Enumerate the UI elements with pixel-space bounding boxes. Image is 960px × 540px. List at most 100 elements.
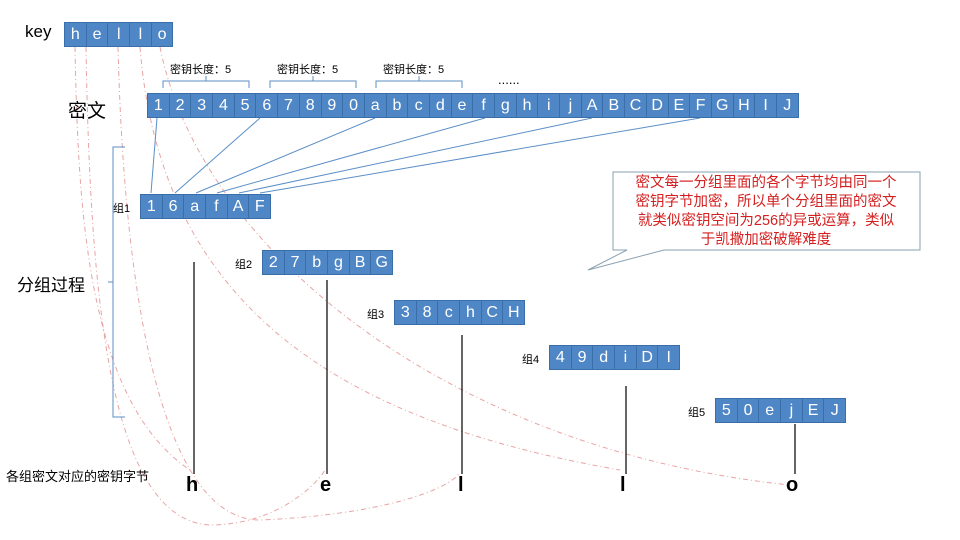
byte-cell: E — [669, 94, 691, 117]
byte-cell: 5 — [716, 399, 738, 422]
ciphertext-label: 密文 — [68, 101, 107, 122]
byte-cell: J — [783, 97, 792, 114]
byte-cell: h — [517, 94, 539, 117]
group-key-byte: l — [620, 474, 626, 496]
dashed-guide-e — [85, 46, 326, 526]
byte-cell: I — [755, 94, 777, 117]
byte-cell: 6 — [256, 94, 279, 117]
callout-line: 于凯撒加密破解难度 — [700, 232, 832, 248]
callout-box — [587, 171, 921, 271]
byte-cell: c — [438, 301, 461, 324]
callout-line: 就类似密钥空间为256的异或运算，类似 — [637, 213, 895, 229]
byte-cell: 2 — [170, 94, 192, 117]
byte-cell: 4 — [213, 94, 235, 117]
byte-cell: l — [108, 23, 131, 46]
byte-cell: b — [387, 94, 409, 117]
byte-cell: f — [206, 195, 228, 218]
byte-cell: G — [375, 254, 388, 271]
byte-cell: I — [666, 349, 671, 366]
byte-cell: 7 — [285, 251, 307, 274]
byte-cell: 3 — [395, 301, 417, 324]
byte-cell: j — [560, 94, 582, 117]
byte-cell: 1 — [148, 94, 170, 117]
byte-cell: H — [734, 94, 756, 117]
byte-cell: H — [508, 304, 520, 321]
key-length-label: 密钥长度：5 — [383, 64, 445, 76]
byte-cell: 9 — [572, 346, 594, 369]
group-label: 组5 — [688, 407, 706, 419]
byte-cell: e — [87, 23, 109, 46]
byte-cell: e — [759, 399, 782, 422]
byte-cell: g — [328, 251, 350, 274]
key-length-label: 密钥长度：5 — [170, 64, 232, 76]
byte-cell: C — [482, 301, 504, 324]
byte-cell: 6 — [163, 195, 185, 218]
key-length-label: 密钥长度：5 — [277, 64, 339, 76]
byte-cell: 0 — [343, 94, 365, 117]
byte-cell: a — [184, 195, 207, 218]
group-key-byte: e — [320, 474, 332, 496]
grouping-brace — [108, 146, 125, 418]
byte-cell: j — [781, 399, 803, 422]
byte-cell: i — [538, 94, 561, 117]
callout-line: 密文每一分组里面的各个字节均由同一个 — [635, 175, 897, 191]
group-label: 组2 — [235, 259, 253, 271]
byte-cell: B — [603, 94, 626, 117]
byte-cell: E — [803, 399, 825, 422]
byte-cell: D — [647, 94, 669, 117]
key-label: key — [25, 22, 52, 41]
byte-cell: 8 — [417, 301, 439, 324]
byte-cell: d — [593, 346, 616, 369]
byte-cell: J — [830, 402, 839, 419]
dashed-guide-l2 — [139, 46, 621, 471]
callout-text: 密文每一分组里面的各个字节均由同一个 密钥字节加密，所以单个分组里面的密文 就类… — [613, 174, 919, 250]
byte-cell: 3 — [191, 94, 214, 117]
byte-cell: o — [157, 26, 167, 43]
byte-cell: h — [65, 23, 87, 46]
byte-cell: 9 — [322, 94, 344, 117]
byte-cell: D — [637, 346, 659, 369]
dashed-guide-l1 — [117, 46, 461, 521]
byte-cell: f — [473, 94, 495, 117]
gather-arrows — [150, 117, 701, 194]
byte-cell: 7 — [278, 94, 300, 117]
byte-cell: h — [460, 301, 482, 324]
dashed-key-guides — [74, 46, 791, 526]
byte-cell: 4 — [550, 346, 572, 369]
byte-cell: d — [430, 94, 452, 117]
dashed-guide-h — [74, 46, 191, 471]
byte-cell: 1 — [141, 195, 163, 218]
ellipsis: ...... — [498, 72, 520, 87]
grouping-label: 分组过程 — [17, 276, 85, 295]
byte-cell: g — [495, 94, 517, 117]
byte-cell: a — [365, 94, 387, 117]
key-length-braces — [162, 76, 463, 88]
byte-cell: G — [712, 94, 734, 117]
byte-cell: b — [306, 251, 329, 274]
group-to-key-lines — [193, 262, 796, 474]
key-bytes-label: 各组密文对应的密钥字节 — [6, 469, 150, 484]
byte-cell: A — [582, 94, 604, 117]
group-label: 组3 — [367, 309, 385, 321]
byte-cell: 2 — [263, 251, 285, 274]
byte-cell: F — [690, 94, 712, 117]
byte-cell: C — [625, 94, 647, 117]
dashed-guide-o — [159, 46, 791, 486]
byte-cell: l — [130, 23, 152, 46]
byte-cell: F — [254, 198, 265, 215]
byte-cell: e — [452, 94, 474, 117]
group-key-byte: l — [458, 474, 464, 496]
byte-cell: i — [615, 346, 637, 369]
byte-cell: 5 — [235, 94, 257, 117]
byte-cell: 8 — [300, 94, 322, 117]
callout-line: 密钥字节加密，所以单个分组里面的密文 — [635, 194, 897, 210]
